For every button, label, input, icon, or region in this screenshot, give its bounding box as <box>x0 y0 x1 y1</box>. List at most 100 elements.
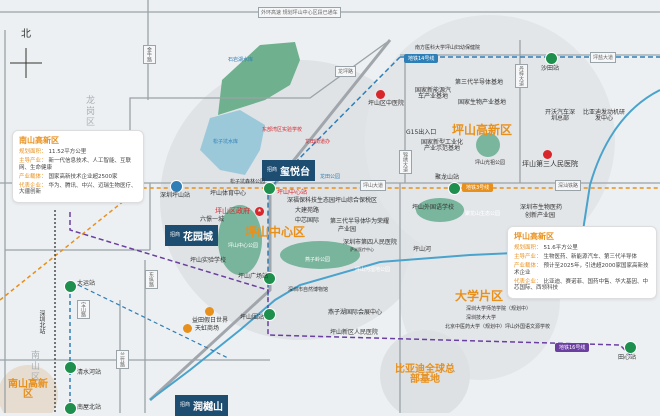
station-shenzhen-north[interactable]: 深圳北站 <box>38 310 45 334</box>
station-icon <box>64 361 77 374</box>
poi-gov: 坪山区政府 <box>215 207 250 215</box>
card-value: 预计至2025年，引进超2000家国家高新技术企业 <box>514 262 649 276</box>
road-label-pingshan: 坪山大道 <box>360 180 387 191</box>
road-label-baoshan: 宝山路 <box>77 300 90 319</box>
star-icon: ★ <box>255 207 264 216</box>
card-value: 11.52平方公里 <box>48 149 87 155</box>
poi-hosp3: 坪山第三人民医院 <box>522 160 578 168</box>
card-key: 产业载体： <box>514 262 542 269</box>
poi-museum: 深圳市自然博物馆 <box>288 287 329 293</box>
card-value: 生物医药、新能源汽车、第三代半导体 <box>543 253 638 260</box>
road-label-jinniu: 金牛路 <box>143 45 156 64</box>
project-xiyuetai[interactable]: 招商玺悦台 <box>262 160 316 181</box>
card-key: 产业载体： <box>19 173 47 180</box>
station-icon <box>624 341 637 354</box>
poi-smu: 南方医科大学坪山妇幼保健院 <box>415 45 481 51</box>
card-row: 主导产业：新一代信息技术、人工智能、互联网、生命健康 <box>19 158 137 172</box>
road-label-dongzong: 东纵路 <box>145 270 158 289</box>
poi-yitian: 益田假日世界 <box>192 317 229 324</box>
poi-school-foreign: 坪山外国语学校 <box>412 204 455 211</box>
district-nanshan: 南山区 <box>29 350 39 383</box>
influence-zone-nanshan <box>0 365 58 413</box>
road-label-xinghe: 锦绣大道 <box>399 150 412 174</box>
park-julong <box>416 198 464 222</box>
reservoir-songzi <box>200 110 265 175</box>
station-nanwubei[interactable]: 南屋北站 <box>77 404 102 411</box>
card-title: 坪山高新区 <box>514 232 554 241</box>
card-value: 比亚迪、赛诺菲、国药中售、华大基因、中芯国际、西领科技 <box>514 278 649 292</box>
compass-label: 北 <box>21 29 31 40</box>
river-pingshan <box>149 89 660 401</box>
expressway-south <box>148 190 272 402</box>
poi-park-yanzi: 燕子岭公园 <box>305 257 331 263</box>
card-key: 代表企业： <box>514 278 542 285</box>
station-shenzhen-pingshan[interactable]: 深圳坪山站 <box>160 192 191 199</box>
road-label-danzi: 丹梓大道 <box>515 64 528 88</box>
station-julongshan[interactable]: 聚龙山站 <box>435 174 460 181</box>
project-huayuancheng[interactable]: 招商花园城 <box>165 225 219 246</box>
poi-park-central: 坪山中心公园 <box>228 243 259 249</box>
project-name: 润樾山 <box>193 402 224 413</box>
poi-hosp-new: 坪山新区人民医院 <box>330 329 379 336</box>
card-key: 主导产业： <box>19 157 47 164</box>
station-icon <box>263 182 276 195</box>
poi-bio-base: 国家生物产业基地 <box>458 99 507 106</box>
district-longgang: 龙岗区 <box>84 95 94 128</box>
poi-park-songzi: 松子坑森林公园 <box>230 179 266 185</box>
poi-yanzi-conf: 燕子湖国际会展中心 <box>328 309 383 316</box>
poi-school-exp: 坪山实验学校 <box>190 257 227 264</box>
station-pingshan-center[interactable]: 坪山中心站 <box>277 189 308 196</box>
road-label: 外环高速 <box>261 10 282 16</box>
poi-hosp-tcm: 坪山区中医院 <box>368 100 405 107</box>
info-card-nanshan: 南山高新区 规划面积：11.52平方公里 主导产业：新一代信息技术、人工智能、互… <box>12 130 144 204</box>
poi-hosp4-note: 萨米医疗中心 <box>350 247 374 252</box>
poi-univ1: 深圳大学师范学院（规划中） <box>466 306 532 312</box>
poi-park-guangzu: 坪山光祖公园 <box>475 160 506 166</box>
station-qingshuihe[interactable]: 清水河站 <box>77 369 102 376</box>
influence-zone-byd <box>380 330 470 413</box>
metro-line-14-tag: 地铁14号线 <box>404 54 439 63</box>
card-value: 新一代信息技术、人工智能、互联网、生命健康 <box>19 157 132 171</box>
poi-bio2: 创新产业园 <box>525 212 556 219</box>
station-pingshanwei[interactable]: 坪山围站 <box>240 314 265 321</box>
poi-hosp4: 深圳市第四人民医院 <box>343 239 398 246</box>
station-icon <box>64 280 77 293</box>
shopping-icon <box>183 324 192 333</box>
poi-g15: G15出入口 <box>406 129 437 136</box>
road-outer-ring: 外环高速 规划坪山中心区段已通车 <box>258 7 341 18</box>
poi-park-julong: 聚龙山生态公园 <box>465 211 501 217</box>
poi-park-river: 坪山河湿地公园 <box>355 267 391 273</box>
station-shatian[interactable]: 沙田站 <box>541 65 560 72</box>
project-name: 花园城 <box>183 232 214 243</box>
poi-liuyue: 六憬一城 <box>200 216 225 223</box>
card-row: 产业载体：预计至2025年，引进超2000家国家高新技术企业 <box>514 263 650 277</box>
poi-school-east: 东部湾区实验学校 <box>262 127 303 133</box>
metro-line-16 <box>69 212 631 356</box>
station-icon <box>170 180 183 193</box>
station-icon <box>263 308 276 321</box>
station-pingshan-square[interactable]: 坪山广场站 <box>238 273 269 280</box>
road-label-longping: 龙坪路 <box>335 66 357 77</box>
poi-zhonghang: 中芯国际 <box>295 217 320 224</box>
road-label-lanzhu: 兰竹路 <box>116 350 129 369</box>
metro-link <box>71 281 229 359</box>
card-row: 代表企业：华为、腾讯、中兴、迈瑞生物医疗、大疆创新 <box>19 183 137 197</box>
card-row: 规划面积：51.6平方公里 <box>514 245 650 252</box>
station-icon <box>64 402 77 415</box>
card-key: 代表企业： <box>19 182 47 189</box>
hospital-icon <box>543 150 552 159</box>
project-runyueshan[interactable]: 招商润樾山 <box>175 395 229 416</box>
poi-nev: 国家新能源汽车产业基地 <box>414 87 451 100</box>
station-tianxin[interactable]: 田心站 <box>618 354 637 361</box>
poi-sports: 坪山体育中心 <box>210 190 247 197</box>
project-brand: 招商 <box>267 166 278 173</box>
station-icon <box>263 272 276 285</box>
area-university: 大学片区 <box>455 289 504 303</box>
card-row: 代表企业：比亚迪、赛诺菲、国药中售、华大基因、中芯国际、西领科技 <box>514 279 650 293</box>
card-row: 规划面积：11.52平方公里 <box>19 149 137 156</box>
station-dayun[interactable]: 大运站 <box>77 280 96 287</box>
hospital-icon <box>376 90 385 99</box>
poi-univ2: 深圳技术大学 <box>466 315 497 321</box>
station-icon <box>448 182 461 195</box>
card-row: 产业载体：国家高新技术企业超2500家 <box>19 174 137 181</box>
